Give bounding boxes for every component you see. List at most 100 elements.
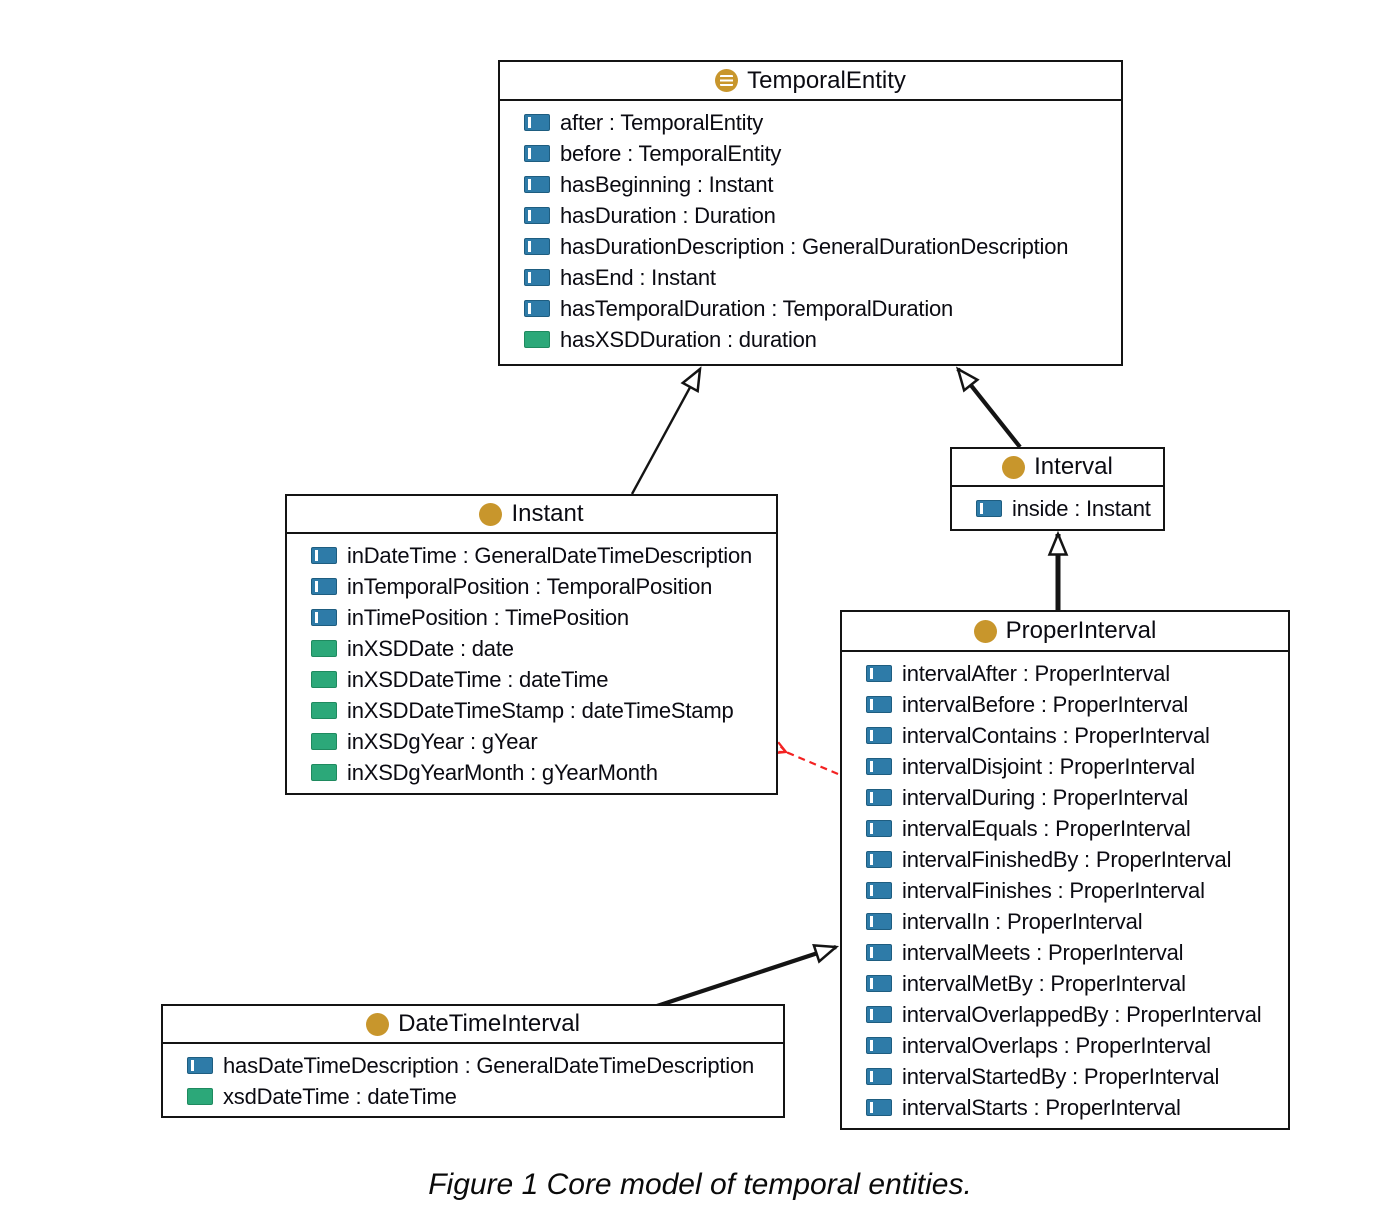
property-label: inXSDgYearMonth : gYearMonth <box>347 759 658 785</box>
property-label: inXSDDateTimeStamp : dateTimeStamp <box>347 697 734 723</box>
object-property-icon <box>866 665 892 682</box>
property-row: hasXSDDuration : duration <box>524 324 1117 355</box>
class-icon <box>366 1012 390 1036</box>
property-row: intervalStartedBy : ProperInterval <box>866 1061 1284 1092</box>
class-name: TemporalEntity <box>747 66 906 94</box>
property-row: hasEnd : Instant <box>524 262 1117 293</box>
property-row: inXSDgYearMonth : gYearMonth <box>311 757 772 788</box>
property-label: intervalMeets : ProperInterval <box>902 939 1184 965</box>
property-label: after : TemporalEntity <box>560 109 764 135</box>
data-property-icon <box>524 331 550 348</box>
class-box-properinterval: ProperInterval intervalAfter : ProperInte… <box>840 610 1290 1130</box>
property-row: inXSDgYear : gYear <box>311 726 772 757</box>
generalization-instant-to-temporalentity <box>630 369 700 495</box>
object-property-icon <box>976 500 1002 517</box>
property-row: before : TemporalEntity <box>524 138 1117 169</box>
property-row: intervalFinishedBy : ProperInterval <box>866 844 1284 875</box>
object-property-icon <box>866 975 892 992</box>
class-icon <box>479 502 503 526</box>
class-header: Interval <box>952 449 1163 487</box>
property-list: inside : Instant <box>952 487 1163 529</box>
class-name: Interval <box>1034 453 1113 480</box>
object-property-icon <box>866 727 892 744</box>
object-property-icon <box>524 145 550 162</box>
object-property-icon <box>311 578 337 595</box>
property-label: intervalFinishedBy : ProperInterval <box>902 846 1232 872</box>
object-property-icon <box>866 820 892 837</box>
property-label: inTemporalPosition : TemporalPosition <box>347 573 713 599</box>
property-label: intervalBefore : ProperInterval <box>902 691 1189 717</box>
property-label: inXSDDate : date <box>347 635 514 661</box>
property-label: hasXSDDuration : duration <box>560 326 817 352</box>
data-property-icon <box>311 764 337 781</box>
class-name: ProperInterval <box>1005 617 1157 644</box>
figure-caption: Figure 1 Core model of temporal entities… <box>428 1168 972 1201</box>
property-label: intervalDisjoint : ProperInterval <box>902 753 1195 779</box>
property-list: inDateTime : GeneralDateTimeDescription i… <box>287 534 776 793</box>
property-row: intervalEquals : ProperInterval <box>866 813 1284 844</box>
property-label: before : TemporalEntity <box>560 140 782 166</box>
object-property-icon <box>187 1057 213 1074</box>
data-property-icon <box>187 1088 213 1105</box>
property-row: inXSDDateTimeStamp : dateTimeStamp <box>311 695 772 726</box>
property-label: intervalContains : ProperInterval <box>902 722 1210 748</box>
object-property-icon <box>524 114 550 131</box>
data-property-icon <box>311 671 337 688</box>
property-row: xsdDateTime : dateTime <box>187 1081 779 1112</box>
data-property-icon <box>311 702 337 719</box>
class-icon <box>1002 455 1026 479</box>
property-label: intervalOverlappedBy : ProperInterval <box>902 1001 1262 1027</box>
property-row: inside : Instant <box>976 493 1159 524</box>
property-row: inDateTime : GeneralDateTimeDescription <box>311 540 772 571</box>
object-property-icon <box>866 789 892 806</box>
property-label: inXSDDateTime : dateTime <box>347 666 609 692</box>
property-label: inDateTime : GeneralDateTimeDescription <box>347 542 753 568</box>
object-property-icon <box>311 609 337 626</box>
property-label: hasBeginning : Instant <box>560 171 774 197</box>
property-label: intervalFinishes : ProperInterval <box>902 877 1205 903</box>
object-property-icon <box>866 1099 892 1116</box>
property-row: inTimePosition : TimePosition <box>311 602 772 633</box>
property-row: hasDurationDescription : GeneralDuration… <box>524 231 1117 262</box>
object-property-icon <box>866 913 892 930</box>
property-row: intervalOverlappedBy : ProperInterval <box>866 999 1284 1030</box>
property-label: hasDateTimeDescription : GeneralDateTime… <box>223 1052 755 1078</box>
data-property-icon <box>311 640 337 657</box>
class-box-temporalentity: TemporalEntity after : TemporalEntity befo… <box>498 60 1123 366</box>
object-property-icon <box>524 238 550 255</box>
generalization-datetimeinterval-to-properinterval <box>656 947 836 1008</box>
property-label: hasDuration : Duration <box>560 202 776 228</box>
property-label: intervalAfter : ProperInterval <box>902 660 1170 686</box>
generalization-interval-to-temporalentity <box>958 369 1022 449</box>
object-property-icon <box>524 207 550 224</box>
class-header: TemporalEntity <box>500 62 1121 101</box>
property-row: intervalDuring : ProperInterval <box>866 782 1284 813</box>
property-row: intervalStarts : ProperInterval <box>866 1092 1284 1123</box>
class-header: Instant <box>287 496 776 534</box>
class-icon <box>973 619 997 643</box>
property-label: intervalStarts : ProperInterval <box>902 1094 1181 1120</box>
class-name: Instant <box>511 500 584 527</box>
class-header: ProperInterval <box>842 612 1288 652</box>
property-label: inside : Instant <box>1012 495 1151 521</box>
defined-class-icon <box>715 69 739 92</box>
property-row: intervalOverlaps : ProperInterval <box>866 1030 1284 1061</box>
object-property-icon <box>866 1006 892 1023</box>
object-property-icon <box>866 882 892 899</box>
property-row: hasTemporalDuration : TemporalDuration <box>524 293 1117 324</box>
property-label: inXSDgYear : gYear <box>347 728 538 754</box>
property-row: intervalFinishes : ProperInterval <box>866 875 1284 906</box>
property-row: hasBeginning : Instant <box>524 169 1117 200</box>
class-header: DateTimeInterval <box>163 1006 783 1044</box>
object-property-icon <box>866 758 892 775</box>
red-reference-arrow-properinterval-to-instant <box>773 741 839 776</box>
property-label: xsdDateTime : dateTime <box>223 1083 457 1109</box>
class-box-datetimeinterval: DateTimeInterval hasDateTimeDescription :… <box>161 1004 785 1118</box>
property-label: intervalStartedBy : ProperInterval <box>902 1063 1220 1089</box>
property-label: hasEnd : Instant <box>560 264 716 290</box>
object-property-icon <box>524 269 550 286</box>
object-property-icon <box>524 176 550 193</box>
class-name: DateTimeInterval <box>398 1010 580 1037</box>
property-row: hasDateTimeDescription : GeneralDateTime… <box>187 1050 779 1081</box>
property-row: intervalIn : ProperInterval <box>866 906 1284 937</box>
